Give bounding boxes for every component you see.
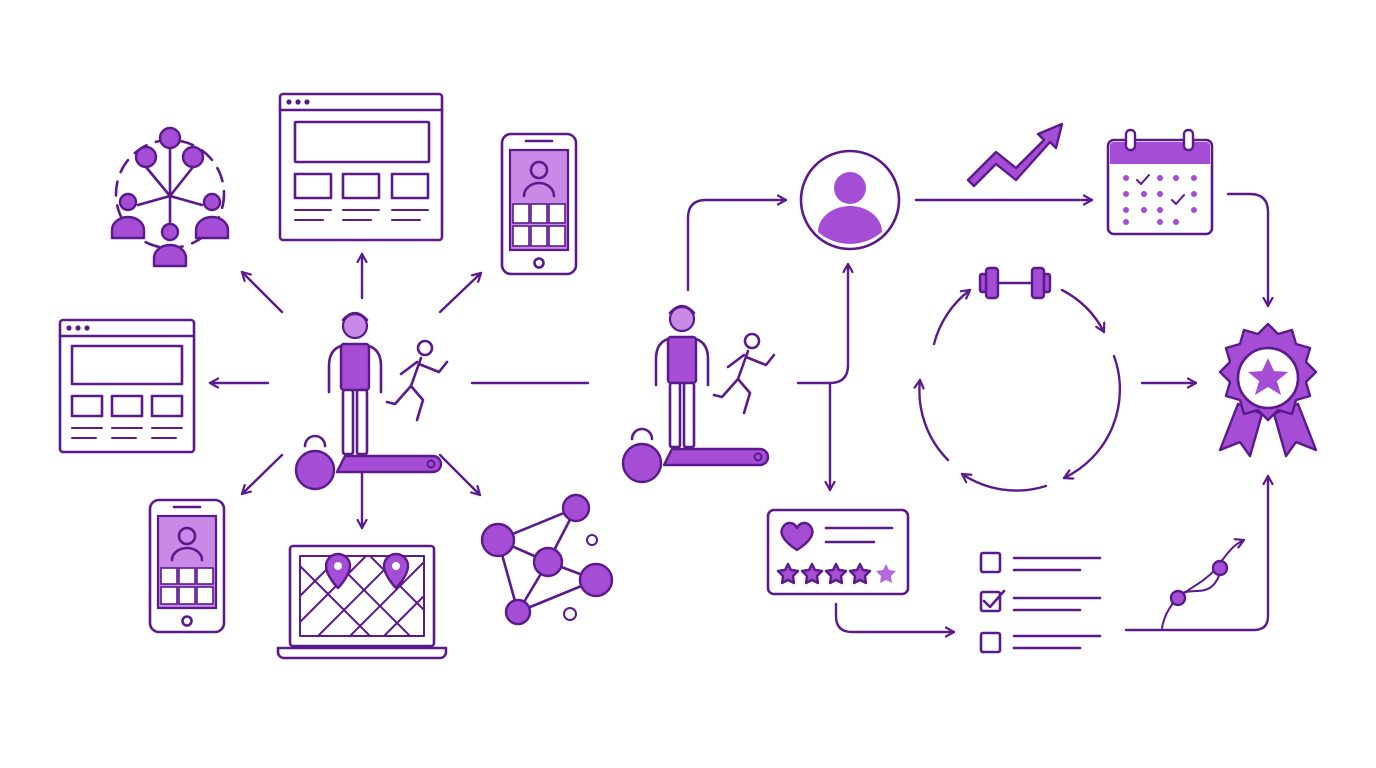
community-network-icon [110, 126, 230, 268]
award-badge-icon [1218, 322, 1318, 458]
connector-lines [208, 192, 1268, 632]
mobile-app-icon [148, 498, 226, 634]
user-profile-icon [799, 149, 901, 251]
map-laptop-icon [276, 544, 448, 660]
checklist-icon [979, 551, 1102, 654]
website-wireframe-icon [278, 92, 444, 242]
review-card-icon [766, 508, 910, 596]
dumbbell-icon [978, 266, 1052, 300]
growth-trend-icon [966, 122, 1064, 188]
training-cycle-icon [919, 288, 1122, 492]
calendar-schedule-icon [1106, 128, 1214, 236]
molecule-network-icon [480, 493, 614, 626]
progress-path-icon [1161, 540, 1244, 629]
fitness-person-icon [294, 311, 449, 491]
website-wireframe-icon [58, 318, 196, 454]
mobile-app-icon [500, 132, 578, 276]
fitness-person-icon [621, 304, 776, 484]
